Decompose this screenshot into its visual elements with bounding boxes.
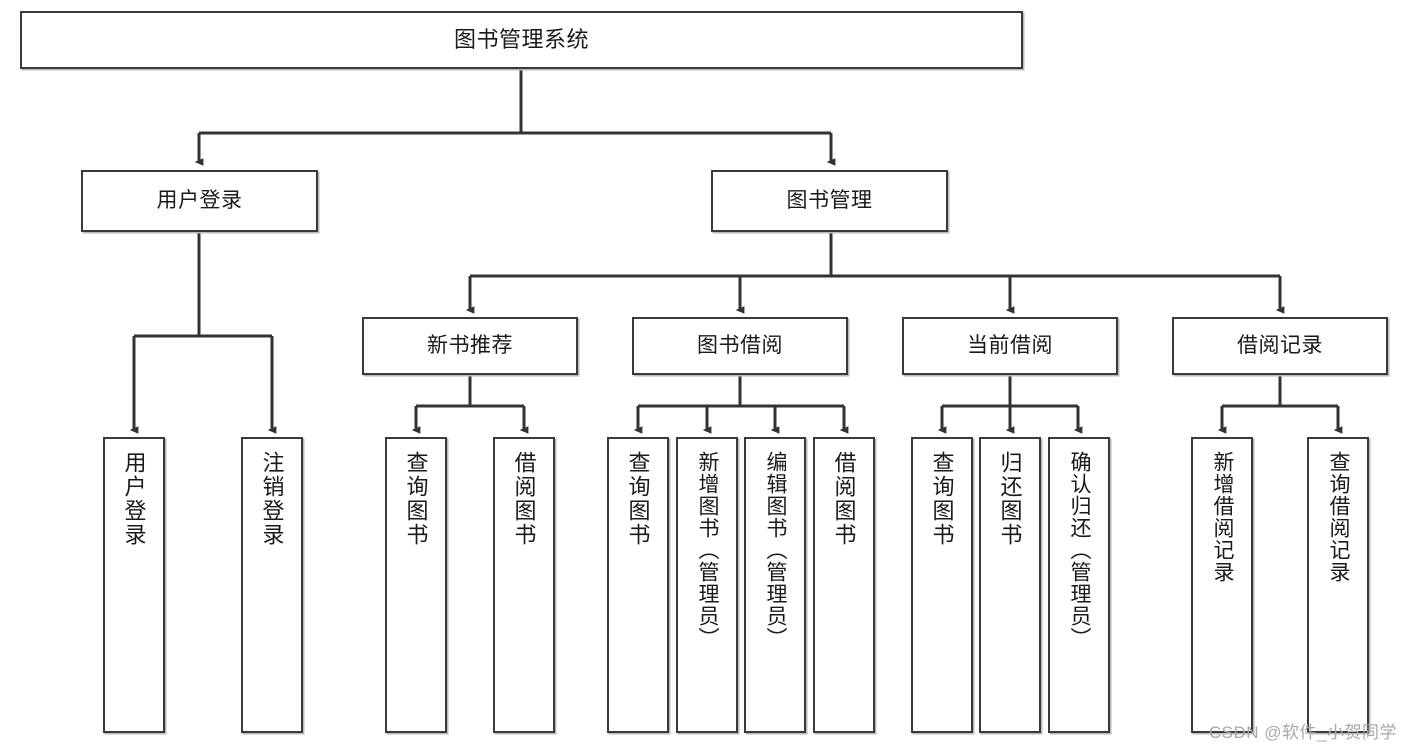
node-label: 当前借阅 [967, 333, 1053, 357]
node-label: 查询借阅记录 [1327, 451, 1351, 583]
node-label: 注销登录 [259, 451, 285, 547]
node-book-management[interactable]: 图书管理 [711, 170, 948, 232]
leaf-query-book-current[interactable]: 查询图书 [911, 437, 973, 733]
node-label: 确认归还（管理员） [1068, 451, 1092, 649]
leaf-query-book-recommend[interactable]: 查询图书 [385, 437, 447, 733]
node-label: 归还图书 [997, 451, 1023, 547]
leaf-return-book[interactable]: 归还图书 [979, 437, 1041, 733]
leaf-edit-book-admin[interactable]: 编辑图书（管理员） [744, 437, 806, 733]
node-label: 用户登录 [121, 451, 147, 547]
leaf-borrow-book[interactable]: 借阅图书 [813, 437, 875, 733]
node-borrow-records[interactable]: 借阅记录 [1172, 317, 1388, 375]
node-label: 查询图书 [929, 451, 955, 547]
node-label: 新增图书（管理员） [696, 451, 720, 649]
leaf-borrow-book-recommend[interactable]: 借阅图书 [493, 437, 555, 733]
leaf-add-book-admin[interactable]: 新增图书（管理员） [676, 437, 738, 733]
node-root-system[interactable]: 图书管理系统 [20, 11, 1023, 69]
node-label: 编辑图书（管理员） [764, 451, 788, 649]
watermark-text: CSDN @软件_小贺同学 [1208, 723, 1397, 742]
node-label: 用户登录 [156, 188, 243, 212]
node-label: 查询图书 [625, 451, 651, 547]
node-label: 新增借阅记录 [1211, 451, 1235, 583]
leaf-add-borrow-record[interactable]: 新增借阅记录 [1191, 437, 1253, 733]
node-label: 借阅图书 [511, 451, 537, 547]
node-current-borrow[interactable]: 当前借阅 [902, 317, 1118, 375]
node-label: 图书管理 [786, 188, 873, 212]
leaf-user-login[interactable]: 用户登录 [103, 437, 165, 733]
node-label: 借阅图书 [831, 451, 857, 547]
node-label: 借阅记录 [1237, 333, 1323, 357]
leaf-user-logout[interactable]: 注销登录 [241, 437, 303, 733]
leaf-query-book-borrow[interactable]: 查询图书 [607, 437, 669, 733]
node-label: 图书管理系统 [453, 27, 589, 53]
node-user-login[interactable]: 用户登录 [81, 170, 318, 232]
node-new-book-recommend[interactable]: 新书推荐 [362, 317, 578, 375]
node-label: 图书借阅 [697, 333, 783, 357]
node-label: 查询图书 [403, 451, 429, 547]
leaf-query-borrow-record[interactable]: 查询借阅记录 [1307, 437, 1369, 733]
leaf-confirm-return-admin[interactable]: 确认归还（管理员） [1048, 437, 1110, 733]
node-label: 新书推荐 [427, 333, 513, 357]
node-book-borrow[interactable]: 图书借阅 [632, 317, 848, 375]
